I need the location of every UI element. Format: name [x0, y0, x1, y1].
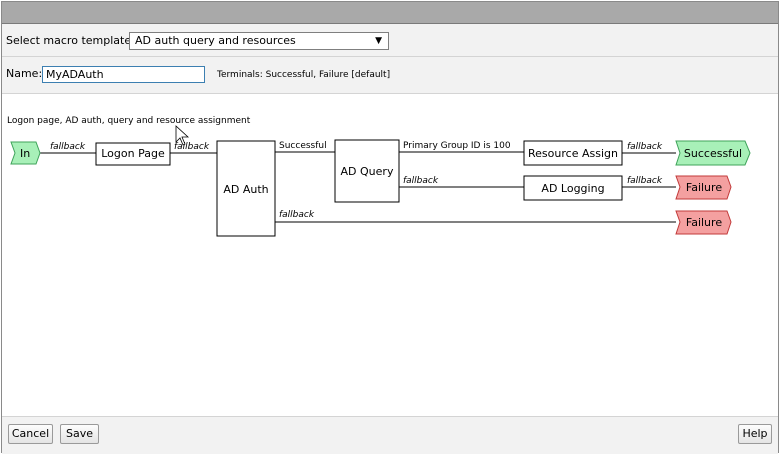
- macro-flow-diagram: In Logon Page AD Auth AD Query Resource …: [10, 125, 751, 237]
- edge-label-auth-query: Successful: [279, 141, 327, 151]
- terminal-failure-2[interactable]: [675, 210, 732, 235]
- dropdown-arrow-icon: ▼: [375, 36, 382, 46]
- node-ad-auth[interactable]: [216, 140, 276, 237]
- name-label: Name:: [6, 67, 43, 80]
- node-resource-assign[interactable]: [523, 140, 623, 166]
- node-logon-label: Logon Page: [101, 147, 165, 160]
- node-logging-label: AD Logging: [541, 182, 604, 195]
- node-resource-label: Resource Assign: [528, 147, 618, 160]
- node-ad-query[interactable]: [334, 139, 400, 203]
- title-bar[interactable]: [2, 2, 778, 24]
- name-input[interactable]: [42, 66, 205, 83]
- template-select-value: AD auth query and resources: [135, 34, 296, 47]
- edge-label-query-resource: Primary Group ID is 100: [403, 141, 511, 151]
- help-button[interactable]: Help: [738, 424, 772, 444]
- terminal-in[interactable]: [10, 141, 41, 165]
- terminal-failure-1-label: Failure: [686, 181, 722, 194]
- terminal-in-label: In: [20, 147, 30, 160]
- name-row: Name: Terminals: Successful, Failure [de…: [2, 57, 778, 94]
- terminal-successful[interactable]: [675, 140, 751, 166]
- node-adquery-label: AD Query: [341, 165, 394, 178]
- edge-label-resource-success: fallback: [627, 142, 663, 152]
- terminals-text: Terminals: Successful, Failure [default]: [217, 70, 391, 80]
- node-ad-logging[interactable]: [523, 175, 623, 201]
- edge-label-logging-failure: fallback: [627, 176, 663, 186]
- template-label: Select macro template:: [6, 34, 135, 47]
- edge-label-in-logon: fallback: [50, 142, 86, 152]
- terminal-successful-label: Successful: [684, 147, 742, 160]
- edge-label-query-logging: fallback: [403, 176, 439, 186]
- node-adauth-label: AD Auth: [223, 183, 268, 196]
- edge-label-auth-failure: fallback: [279, 210, 315, 220]
- template-select[interactable]: AD auth query and resources ▼: [129, 32, 389, 50]
- template-row: Select macro template: AD auth query and…: [2, 24, 778, 57]
- diagram-description: Logon page, AD auth, query and resource …: [7, 116, 251, 126]
- mouse-cursor-icon: [175, 125, 190, 146]
- edge-label-logon-auth: fallback: [174, 142, 210, 152]
- save-button[interactable]: Save: [60, 424, 99, 444]
- node-logon-page[interactable]: [95, 142, 171, 166]
- terminal-failure-2-label: Failure: [686, 216, 722, 229]
- cancel-button[interactable]: Cancel: [8, 424, 53, 444]
- bottom-bar: Cancel Save Help: [2, 416, 778, 454]
- terminal-failure-1[interactable]: [675, 175, 732, 200]
